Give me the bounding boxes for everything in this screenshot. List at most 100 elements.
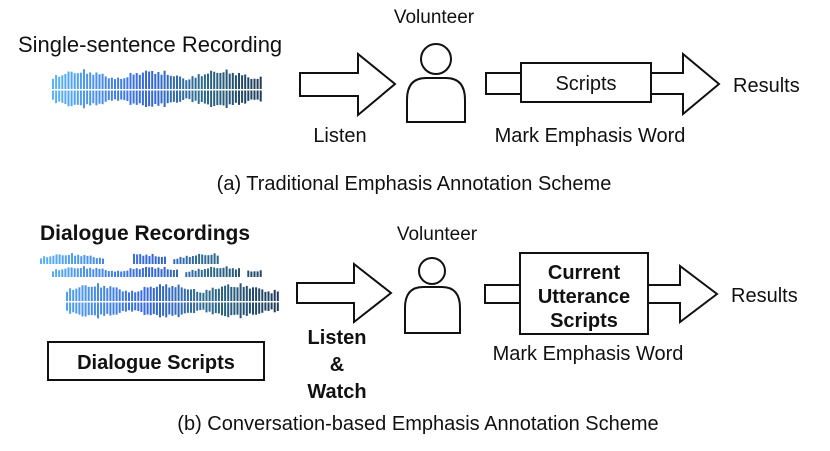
waveform-bar [247, 270, 250, 277]
waveform-bar [210, 90, 213, 107]
waveform-bar [90, 286, 93, 301]
waveform-bar [117, 90, 120, 101]
waveform-bar [185, 90, 188, 99]
waveform-bar [210, 70, 213, 89]
waveform-bar [208, 302, 211, 312]
current-utterance-scripts-line-3: Scripts [550, 310, 618, 332]
waveform-bar [148, 71, 151, 89]
waveform-bar [134, 302, 137, 311]
waveform-bar [64, 73, 67, 89]
waveform-bar [100, 302, 103, 315]
waveform-bar [103, 302, 106, 316]
waveform-bar [273, 289, 276, 301]
waveform-bar [224, 302, 227, 317]
waveform-bar [67, 90, 70, 107]
waveform-bar [190, 289, 192, 301]
waveform-bar [92, 74, 95, 89]
waveform-bar [121, 302, 124, 311]
single-sentence-recording-label: Single-sentence Recording [18, 32, 282, 57]
waveform-bar [64, 255, 67, 264]
waveform-bar [123, 271, 126, 277]
waveform-bar [214, 302, 217, 314]
waveform-bar [227, 284, 230, 301]
waveform-bar [61, 255, 64, 264]
waveform-bar [162, 302, 165, 316]
waveform-bar [101, 73, 104, 89]
waveform-bar [58, 76, 61, 89]
scripts-box [520, 62, 652, 103]
waveform-bar [81, 302, 84, 317]
waveform-bar [234, 269, 237, 277]
waveform-bar [110, 90, 113, 101]
waveform-bar [141, 90, 144, 106]
waveform-bar [135, 73, 138, 89]
waveform-bar [154, 90, 157, 104]
waveform-bar [129, 72, 132, 89]
waveform-bar [98, 257, 101, 264]
listen-watch-label-line-2: & [330, 354, 344, 376]
waveform-bar [173, 259, 176, 264]
waveform-bar [211, 287, 214, 301]
waveform-bar [117, 77, 120, 89]
waveform-bar [197, 268, 200, 277]
waveform-bar [112, 302, 115, 315]
waveform-bar [259, 76, 262, 89]
waveform-bar [222, 267, 225, 277]
waveform-bar [101, 90, 104, 105]
waveform-bar [132, 74, 135, 89]
waveform-bar [104, 76, 107, 89]
waveform-bar [227, 302, 230, 318]
waveform-bar [109, 302, 112, 316]
waveform-bar [248, 288, 251, 301]
waveform-bar [66, 302, 68, 311]
waveform-bar [163, 266, 166, 277]
waveform-bar [198, 253, 201, 264]
waveform-bar [131, 290, 134, 301]
waveform-bar [92, 269, 95, 277]
waveform-bar [140, 302, 143, 312]
waveform-bar [208, 290, 211, 301]
waveform-bar [128, 292, 130, 301]
results-label: Results [731, 285, 798, 307]
waveform-bar [202, 302, 205, 310]
waveform-bar [157, 72, 160, 89]
waveform-bar [145, 90, 147, 107]
waveform-bar [95, 90, 98, 106]
waveform-bar [196, 302, 199, 311]
waveform-bar [72, 302, 75, 313]
waveform-bar [83, 266, 85, 277]
waveform-bar [176, 90, 178, 103]
waveform-bar [61, 90, 64, 103]
waveform-bar [117, 270, 120, 277]
waveform-bar [152, 288, 155, 301]
waveform-bar [76, 268, 79, 277]
waveform-bar [103, 285, 106, 301]
waveform-bar [188, 271, 191, 277]
waveform-bar [261, 302, 264, 313]
waveform-bar [186, 289, 189, 301]
waveform-bar [256, 271, 259, 277]
person-icon [404, 257, 461, 334]
waveform-bar [58, 270, 61, 277]
waveform-bar [70, 90, 73, 107]
waveform-bar [228, 73, 231, 89]
listen-watch-arrow [296, 261, 393, 325]
waveform-bar [261, 289, 264, 301]
waveform-bar [86, 255, 89, 264]
mark-emphasis-word-label: Mark Emphasis Word [493, 343, 684, 365]
waveform-bar [245, 302, 248, 316]
waveform-bar [133, 253, 135, 264]
waveform-bar [120, 271, 123, 277]
waveform-bar [171, 286, 174, 301]
waveform-bar [129, 90, 132, 105]
waveform-bar [107, 78, 110, 89]
waveform-bar [250, 90, 253, 100]
waveform-bar [79, 268, 82, 277]
waveform-bar [141, 268, 144, 277]
waveform-bar [97, 283, 99, 301]
waveform-bar [128, 302, 130, 311]
waveform-bar [172, 90, 175, 102]
waveform-bar [104, 90, 107, 102]
waveform-bar [132, 269, 135, 277]
waveform-bar [174, 287, 177, 301]
